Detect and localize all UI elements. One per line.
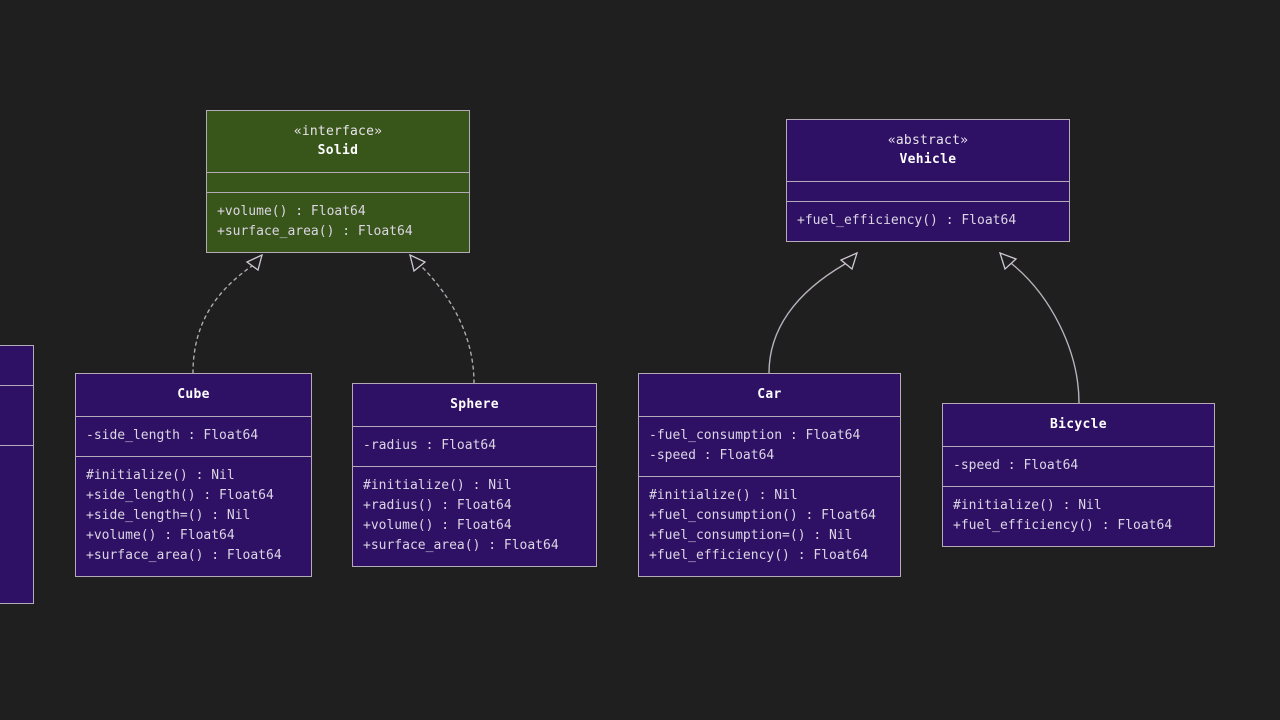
class-stereotype-solid: «interface» xyxy=(293,124,383,139)
hollow-triangle-arrowhead xyxy=(998,251,1018,271)
method-row: +volume() : Float64 xyxy=(363,518,512,533)
class-header-solid: «interface» Solid xyxy=(207,111,469,172)
attributes-compartment-solid xyxy=(207,173,469,192)
edge-cube-solid xyxy=(192,253,263,374)
compartment-divider xyxy=(943,486,1214,487)
class-header-bicycle: Bicycle xyxy=(943,404,1214,446)
methods-compartment-car: #initialize() : Nil +fuel_consumption() :… xyxy=(639,477,900,576)
attribute-row: -speed : Float64 xyxy=(953,458,1079,473)
attribute-row: -speed : Float64 xyxy=(649,448,775,463)
compartment-divider xyxy=(787,201,1069,202)
class-box-cube[interactable]: Cube -side_length : Float64 #initialize() … xyxy=(75,373,312,577)
method-row: #initialize() : Nil xyxy=(649,488,798,503)
class-box-car[interactable]: Car -fuel_consumption : Float64 -speed : F… xyxy=(638,373,901,577)
methods-compartment-solid: +volume() : Float64 +surface_area() : Flo… xyxy=(207,193,469,252)
compartment-divider xyxy=(0,385,33,386)
class-box-bicycle[interactable]: Bicycle -speed : Float64 #initialize() : N… xyxy=(942,403,1215,547)
offscreen-methods xyxy=(0,446,33,603)
class-header-vehicle: «abstract» Vehicle xyxy=(787,120,1069,181)
method-row: +surface_area() : Float64 xyxy=(363,538,559,553)
compartment-divider xyxy=(76,416,311,417)
method-row: +fuel_efficiency() : Float64 xyxy=(649,548,869,563)
method-row: +fuel_efficiency() : Float64 xyxy=(797,213,1017,228)
attribute-row: -radius : Float64 xyxy=(363,438,497,453)
class-name-vehicle: Vehicle xyxy=(899,152,957,167)
offscreen-attributes xyxy=(0,386,33,445)
class-box-sphere[interactable]: Sphere -radius : Float64 #initialize() : N… xyxy=(352,383,597,567)
method-row: +radius() : Float64 xyxy=(363,498,512,513)
methods-compartment-cube: #initialize() : Nil +side_length() : Floa… xyxy=(76,457,311,576)
method-row: +surface_area() : Float64 xyxy=(217,224,413,239)
attributes-compartment-sphere: -radius : Float64 xyxy=(353,427,596,466)
attributes-compartment-car: -fuel_consumption : Float64 -speed : Floa… xyxy=(639,417,900,476)
method-row: +volume() : Float64 xyxy=(86,528,235,543)
method-row: +fuel_consumption=() : Nil xyxy=(649,528,853,543)
method-row: #initialize() : Nil xyxy=(953,498,1102,513)
methods-compartment-sphere: #initialize() : Nil +radius() : Float64 +v… xyxy=(353,467,596,566)
class-name-car: Car xyxy=(757,387,782,402)
method-row: #initialize() : Nil xyxy=(363,478,512,493)
class-header-cube: Cube xyxy=(76,374,311,416)
compartment-divider xyxy=(639,476,900,477)
compartment-divider xyxy=(353,466,596,467)
method-row: +side_length=() : Nil xyxy=(86,508,251,523)
compartment-divider xyxy=(353,426,596,427)
class-header-sphere: Sphere xyxy=(353,384,596,426)
method-row: #initialize() : Nil xyxy=(86,468,235,483)
methods-compartment-vehicle: +fuel_efficiency() : Float64 xyxy=(787,202,1069,241)
class-name-sphere: Sphere xyxy=(450,397,499,412)
compartment-divider xyxy=(0,445,33,446)
compartment-divider xyxy=(787,181,1069,182)
hollow-triangle-arrowhead xyxy=(839,251,859,271)
edge-sphere-solid xyxy=(409,253,475,384)
class-stereotype-vehicle: «abstract» xyxy=(887,133,969,148)
class-name-bicycle: Bicycle xyxy=(1050,417,1107,432)
methods-compartment-bicycle: #initialize() : Nil +fuel_efficiency() : … xyxy=(943,487,1214,546)
edge-car-vehicle xyxy=(768,251,859,374)
method-row: +volume() : Float64 xyxy=(217,204,366,219)
compartment-divider xyxy=(207,172,469,173)
class-name-cube: Cube xyxy=(177,387,210,402)
attributes-compartment-bicycle: -speed : Float64 xyxy=(943,447,1214,486)
class-box-offscreen-left[interactable] xyxy=(0,345,34,604)
method-row: +fuel_efficiency() : Float64 xyxy=(953,518,1173,533)
class-box-vehicle[interactable]: «abstract» Vehicle +fuel_efficiency() : Fl… xyxy=(786,119,1070,242)
compartment-divider xyxy=(76,456,311,457)
class-header-car: Car xyxy=(639,374,900,416)
method-row: +side_length() : Float64 xyxy=(86,488,274,503)
edge-bicycle-vehicle xyxy=(998,251,1080,404)
attributes-compartment-cube: -side_length : Float64 xyxy=(76,417,311,456)
attributes-compartment-vehicle xyxy=(787,182,1069,201)
compartment-divider xyxy=(639,416,900,417)
hollow-triangle-arrowhead xyxy=(245,253,263,272)
attribute-row: -fuel_consumption : Float64 xyxy=(649,428,861,443)
attribute-row: -side_length : Float64 xyxy=(86,428,259,443)
class-box-solid[interactable]: «interface» Solid +volume() : Float64 +surf… xyxy=(206,110,470,253)
class-name-solid: Solid xyxy=(317,143,359,158)
compartment-divider xyxy=(207,192,469,193)
offscreen-head xyxy=(0,346,33,385)
hollow-triangle-arrowhead xyxy=(409,253,427,273)
method-row: +surface_area() : Float64 xyxy=(86,548,282,563)
method-row: +fuel_consumption() : Float64 xyxy=(649,508,876,523)
compartment-divider xyxy=(943,446,1214,447)
